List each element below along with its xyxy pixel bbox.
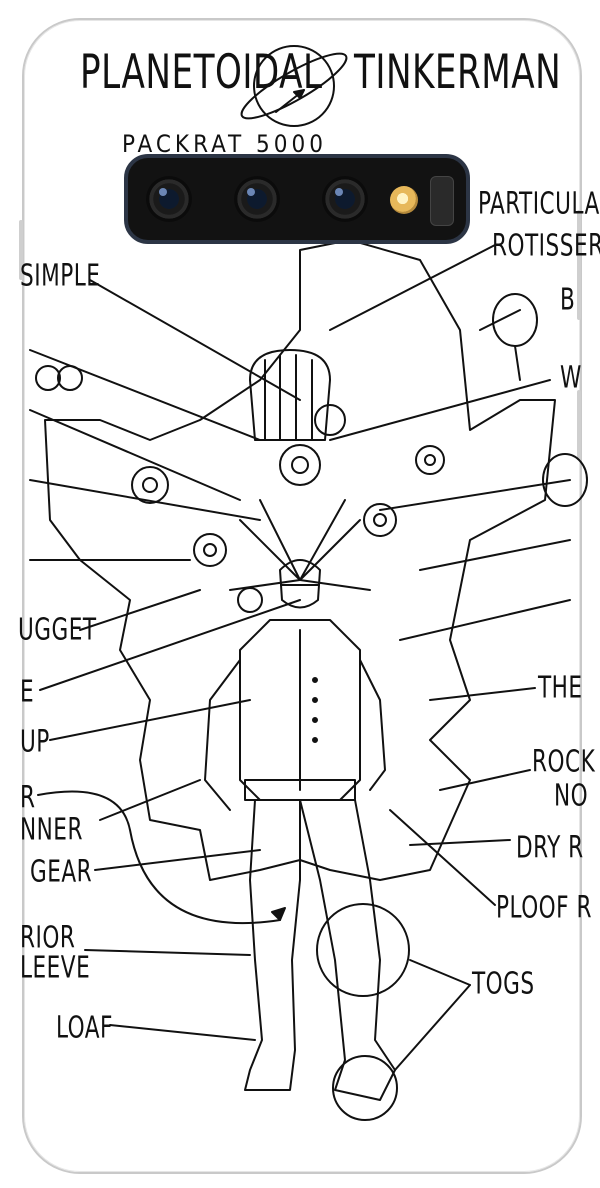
title-left: PLANETOIDAL (80, 44, 323, 99)
volume-button (19, 220, 23, 280)
label-b: B (560, 282, 576, 317)
camera-lens-icon (322, 176, 368, 222)
label-sleeve: LEEVE (20, 950, 91, 985)
label-nugget: UGGET (18, 612, 97, 647)
label-rotisser: ROTISSER (492, 228, 600, 263)
camera-lens-icon (234, 176, 280, 222)
label-e: E (20, 674, 35, 709)
power-button (577, 210, 581, 320)
side-key (577, 390, 581, 460)
label-w: W (560, 360, 582, 395)
label-gear: GEAR (30, 854, 93, 889)
label-dry: DRY R (516, 830, 584, 865)
sensor-icon (430, 176, 454, 226)
subtitle: PACKRAT 5000 (122, 130, 327, 158)
camera-module (124, 154, 470, 244)
label-the: THE (538, 670, 583, 705)
label-up: UP (20, 724, 50, 759)
flash-icon (390, 186, 418, 214)
label-loaf: LOAF (56, 1010, 113, 1045)
label-rock: ROCK (532, 744, 596, 779)
label-inner: NNER (20, 812, 83, 847)
camera-lens-icon (146, 176, 192, 222)
label-rior: RIOR (20, 920, 76, 955)
label-ploof: PLOOF R (496, 890, 592, 925)
label-no: NO (554, 778, 589, 813)
title-right: TINKERMAN (354, 44, 562, 99)
label-togs: TOGS (472, 966, 535, 1001)
label-simple: SIMPLE (20, 258, 101, 293)
label-r: R (20, 780, 36, 815)
planet-with-arrow-icon (240, 45, 348, 127)
